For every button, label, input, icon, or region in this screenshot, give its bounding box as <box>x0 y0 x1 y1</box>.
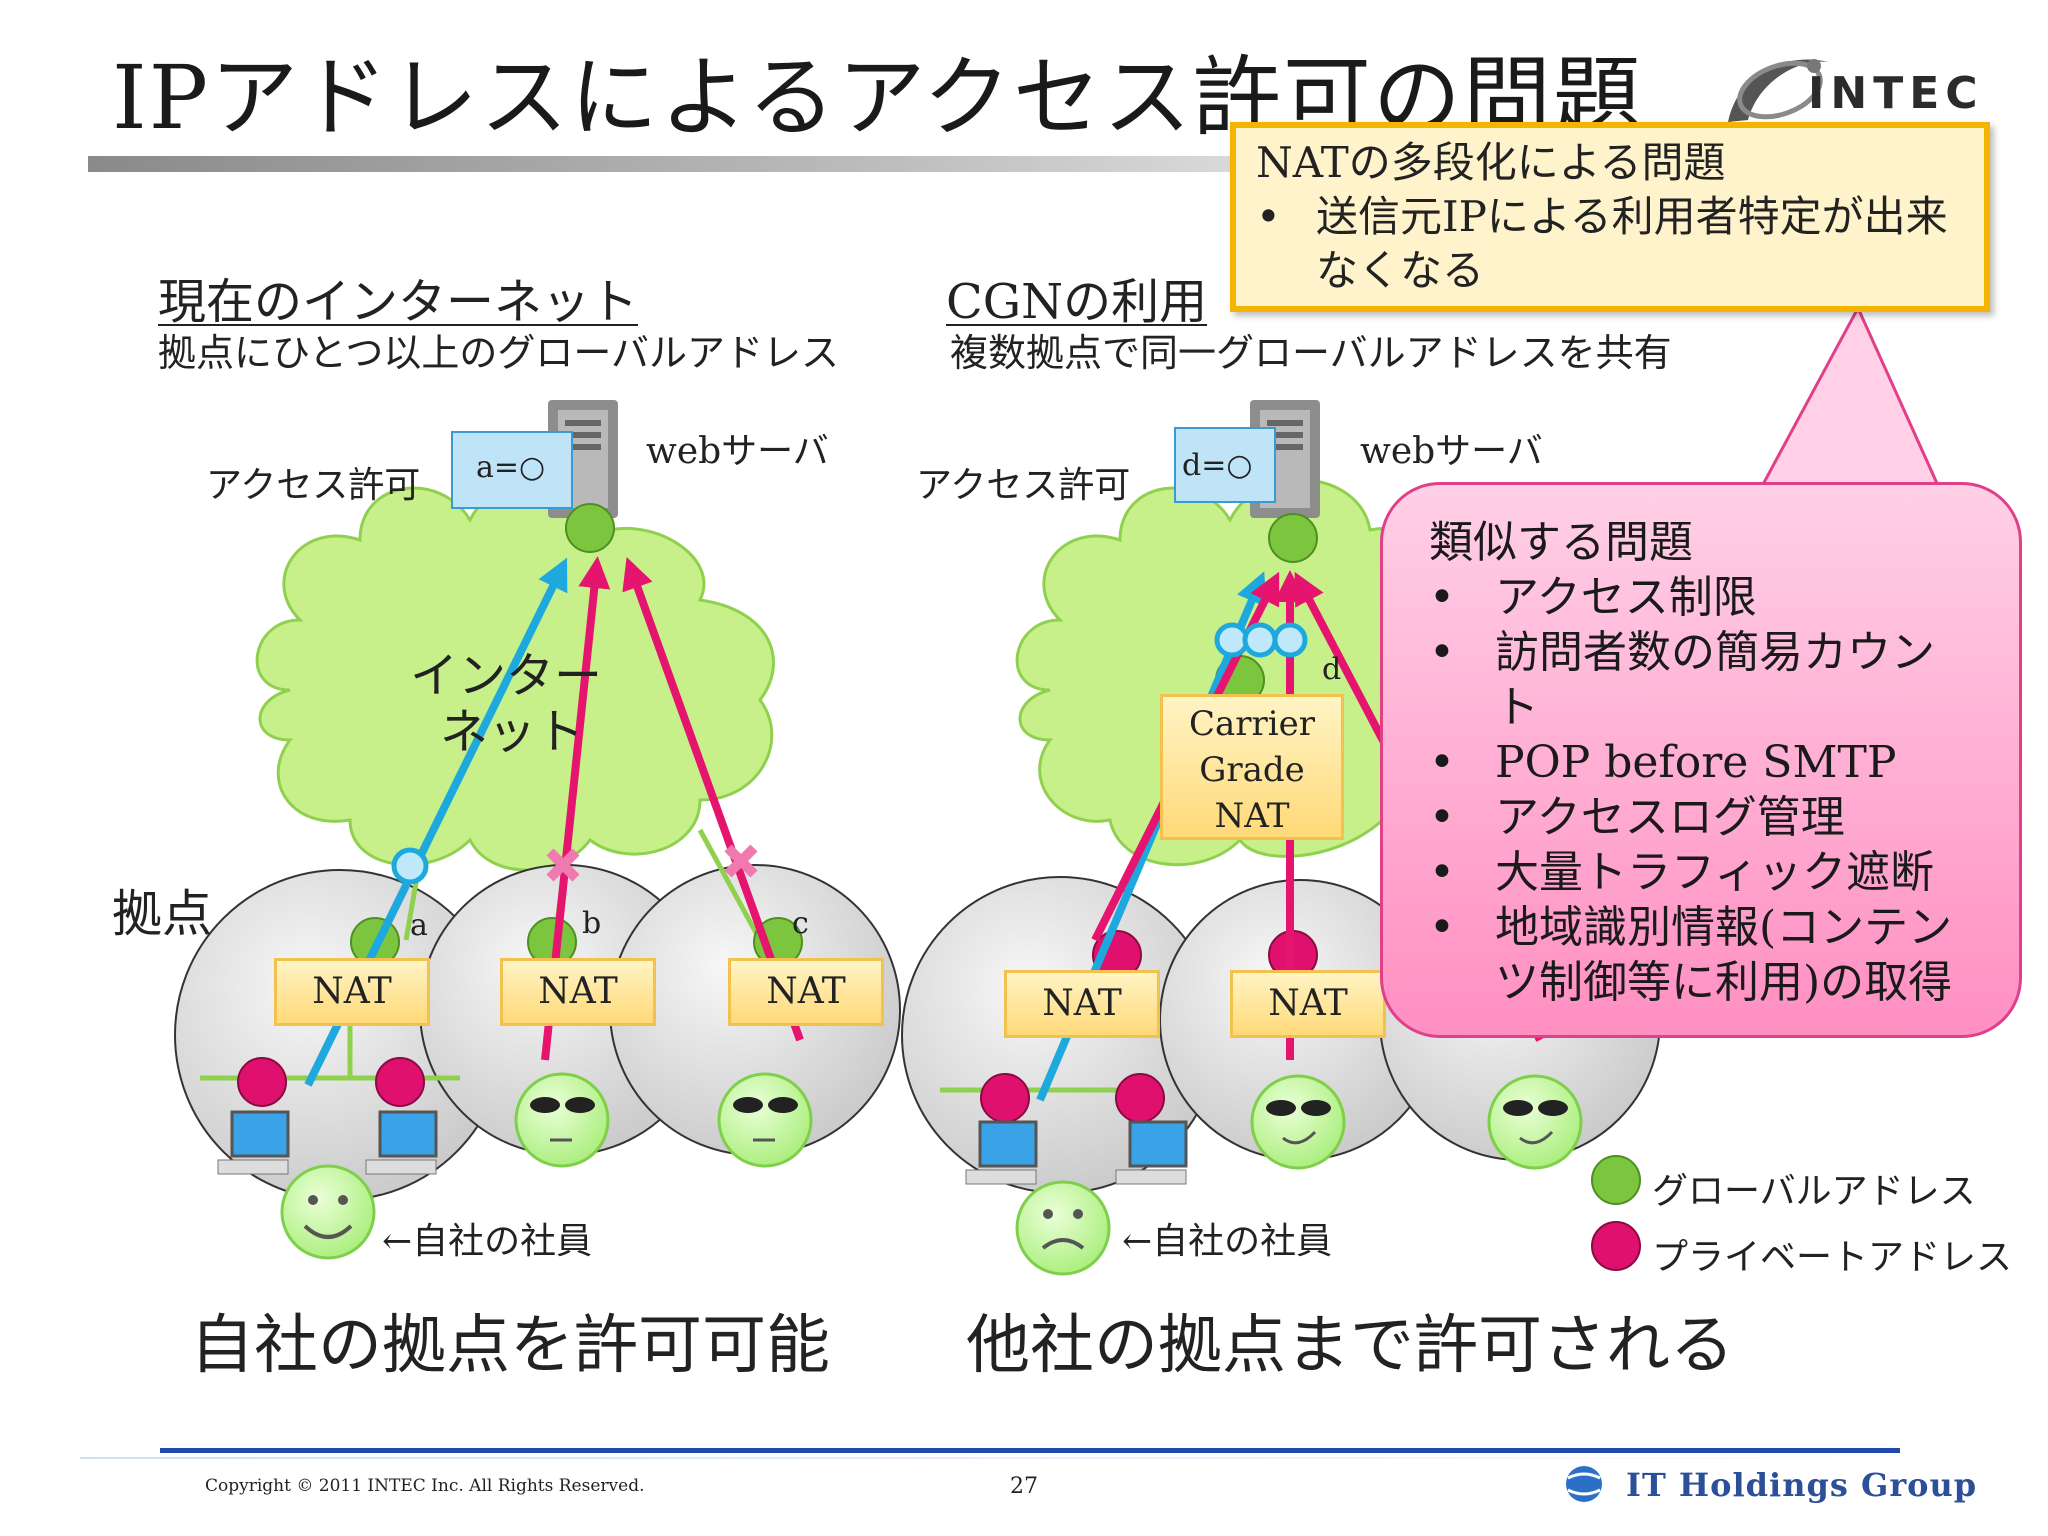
node-c-label: c <box>792 906 809 941</box>
callout-top-item: • 送信元IPによる利用者特定が出来なくなる <box>1256 190 1964 298</box>
right-heading: CGNの利用 <box>946 274 1208 330</box>
access-label-left: アクセス許可 <box>206 465 421 506</box>
callout-pink-heading: 類似する問題 <box>1429 517 1693 568</box>
page-number: 27 <box>1010 1474 1038 1499</box>
legend-global-icon <box>1591 1155 1641 1205</box>
node-a-label: a <box>410 908 428 943</box>
nat-box-own: NAT <box>1004 970 1160 1038</box>
site-label: 拠点 <box>112 885 212 943</box>
node-d-label: d <box>1322 652 1342 687</box>
employee-face-icon <box>280 1164 376 1260</box>
allowed-mark-icon <box>1272 622 1308 658</box>
outsider-face-icon <box>1250 1074 1346 1170</box>
pc-icon <box>365 1110 438 1175</box>
right-conclusion: 他社の拠点まで許可される <box>966 1309 1734 1383</box>
list-item-text-line2: ト <box>1495 682 1539 733</box>
right-subheading: 複数拠点で同一グローバルアドレスを共有 <box>950 331 1672 375</box>
node-b-label: b <box>582 906 602 941</box>
nat-box-a: NAT <box>274 958 430 1026</box>
title-underline-bar <box>88 156 1418 172</box>
pc-icon <box>1115 1120 1188 1185</box>
pc-icon <box>965 1120 1038 1185</box>
pc-icon <box>217 1110 290 1175</box>
callout-top-heading: NATの多段化による問題 <box>1256 138 1726 187</box>
list-item: • 大量トラフィック遮断 <box>1429 845 1999 900</box>
group-name: IT Holdings Group <box>1626 1466 1978 1504</box>
list-item-text: 訪問者数の簡易カウン ト <box>1495 625 1935 735</box>
legend-private-label: プライベートアドレス <box>1652 1237 2013 1278</box>
private-address-pc3 <box>980 1073 1030 1123</box>
bullet: • <box>1429 902 1455 953</box>
cgn-label-line2: Grade <box>1199 750 1305 790</box>
list-item-text-line1: 地域識別情報(コンテン <box>1495 902 1953 953</box>
list-item-text-line2: ツ制御等に利用)の取得 <box>1495 957 1953 1008</box>
footer-divider-light <box>80 1457 1980 1459</box>
list-item-text: アクセス制限 <box>1495 572 1757 623</box>
outsider-face-icon <box>1487 1074 1583 1170</box>
callout-top-item-text: 送信元IPによる利用者特定が出来なくなる <box>1316 192 1948 295</box>
footer-divider <box>160 1448 1900 1453</box>
outsider-face-icon <box>514 1072 610 1168</box>
private-address-pc1 <box>237 1057 287 1107</box>
internet-label-line2: ネット <box>440 704 585 760</box>
allowed-mark-icon <box>391 847 429 885</box>
acl-text-right: d=○ <box>1182 448 1253 483</box>
list-item: • 地域識別情報(コンテン ツ制御等に利用)の取得 <box>1429 900 1999 1010</box>
employee-sad-face-icon <box>1015 1180 1111 1276</box>
left-subheading: 拠点にひとつ以上のグローバルアドレス <box>158 331 839 375</box>
outsider-face-icon <box>717 1072 813 1168</box>
cgn-label-line3: NAT <box>1214 796 1290 836</box>
list-item: • アクセスログ管理 <box>1429 790 1999 845</box>
legend-private-icon <box>1591 1221 1641 1271</box>
employee-label-left: ←自社の社員 <box>382 1221 593 1262</box>
list-item-text: POP before SMTP <box>1495 737 1897 788</box>
bullet: • <box>1429 737 1455 788</box>
cgn-box: Carrier Grade NAT <box>1160 694 1344 840</box>
list-item: • 訪問者数の簡易カウン ト <box>1429 625 1999 735</box>
server-global-address-right <box>1268 513 1318 563</box>
bullet: • <box>1429 627 1455 678</box>
private-address-pc4 <box>1115 1073 1165 1123</box>
internet-label-line1: インター <box>410 648 603 704</box>
bullet: • <box>1429 847 1455 898</box>
left-heading: 現在のインターネット <box>158 274 639 330</box>
list-item-text: 地域識別情報(コンテン ツ制御等に利用)の取得 <box>1495 900 1952 1010</box>
bullet: • <box>1256 192 1281 241</box>
it-holdings-globe-icon <box>1566 1466 1602 1502</box>
acl-text-left: a=○ <box>476 450 546 485</box>
bullet: • <box>1429 792 1455 843</box>
acl-doc-right <box>1174 427 1276 503</box>
allowed-mark-icon <box>1242 622 1278 658</box>
bullet: • <box>1429 572 1455 623</box>
server-label-right: webサーバ <box>1360 431 1543 472</box>
nat-box-b: NAT <box>500 958 656 1026</box>
access-label-right: アクセス許可 <box>916 465 1131 506</box>
similar-problems-callout: 類似する問題 • アクセス制限 • 訪問者数の簡易カウン ト • POP bef… <box>1380 482 2022 1038</box>
list-item-text: アクセスログ管理 <box>1495 792 1845 843</box>
list-item: • POP before SMTP <box>1429 735 1999 790</box>
denied-x-icon <box>724 844 758 878</box>
denied-x-icon <box>546 848 580 882</box>
list-item-text-line1: 訪問者数の簡易カウン <box>1495 627 1935 678</box>
callout-pointer <box>1757 304 1943 492</box>
list-item: • アクセス制限 <box>1429 570 1999 625</box>
list-item-text: 大量トラフィック遮断 <box>1495 847 1935 898</box>
copyright: Copyright © 2011 INTEC Inc. All Rights R… <box>205 1476 645 1496</box>
cgn-label-line1: Carrier <box>1188 704 1316 744</box>
employee-label-right: ←自社の社員 <box>1122 1221 1333 1262</box>
nat-box-other: NAT <box>1230 970 1386 1038</box>
server-global-address-left <box>565 503 615 553</box>
intec-logo-text: INTEC <box>1808 68 1984 119</box>
private-address-pc2 <box>375 1057 425 1107</box>
left-conclusion: 自社の拠点を許可可能 <box>190 1309 830 1383</box>
nat-multistage-callout: NATの多段化による問題 • 送信元IPによる利用者特定が出来なくなる <box>1230 122 1990 312</box>
server-label-left: webサーバ <box>646 431 829 472</box>
intec-logo-icon <box>1728 59 1828 122</box>
legend-global-label: グローバルアドレス <box>1652 1171 1976 1212</box>
acl-doc-left <box>451 431 573 509</box>
nat-box-c: NAT <box>728 958 884 1026</box>
